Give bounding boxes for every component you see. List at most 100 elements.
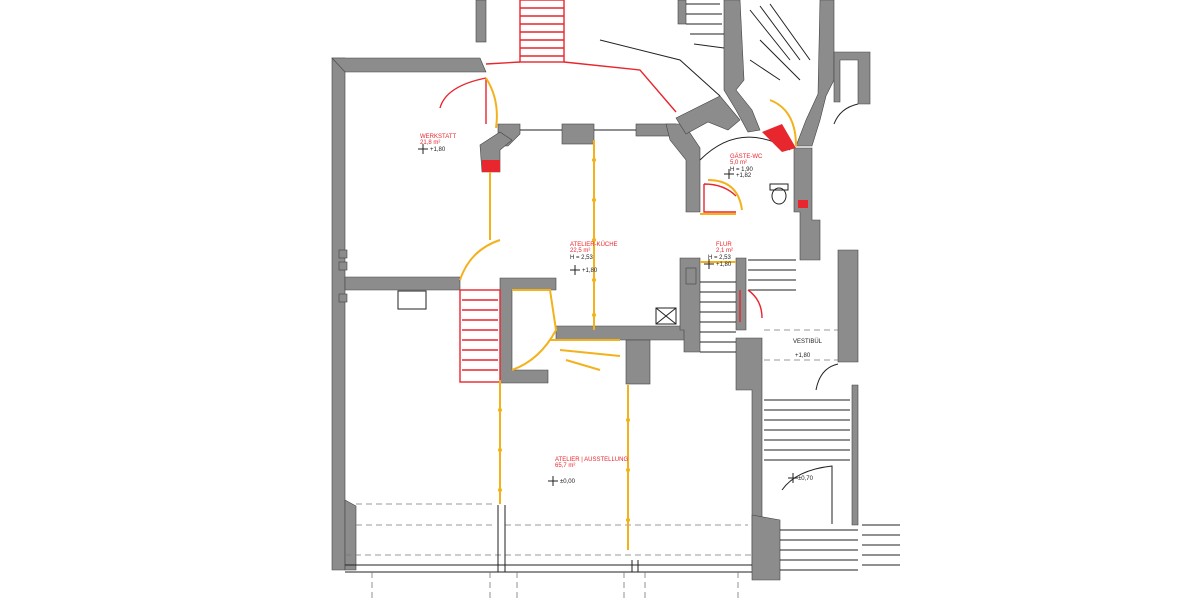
- level-marker-wc: [724, 169, 734, 179]
- kitchen-box-x2: [655, 307, 677, 325]
- radiator-box: [397, 290, 427, 310]
- outlines: [345, 3, 900, 600]
- red-flur-door: [703, 183, 737, 213]
- red-stair-left-treads: [462, 299, 498, 371]
- label-flur-area: 2,1 m²: [716, 248, 733, 254]
- tick: [498, 488, 502, 492]
- red-small-wc: [798, 200, 808, 208]
- flur-stair: [700, 281, 736, 353]
- flur-stair-right: [748, 259, 796, 291]
- label-flur-level: +1,80: [716, 262, 732, 268]
- wall-kitchen-right: [665, 123, 701, 213]
- entrance-stair-bottom: [780, 529, 858, 571]
- pillar-window-1: [561, 123, 595, 145]
- wall-flur-left: [735, 257, 747, 331]
- wall-right-lower: [851, 384, 859, 526]
- wall-tower-mid: [675, 95, 741, 135]
- tick: [626, 468, 630, 472]
- label-kitchen-height: H = 2,53: [570, 255, 594, 261]
- entrance-stair: [764, 399, 850, 461]
- room-labels: WERKSTATT 21,8 m² +1,80 ATELIER-KÜCHE 22…: [420, 134, 823, 485]
- red-door-werkstatt: [439, 77, 487, 124]
- tick: [592, 158, 596, 162]
- red-stair-top-treads: [520, 7, 564, 57]
- door-entrance: [781, 465, 833, 524]
- pillar-3: [338, 293, 348, 303]
- label-kitchen-name: ATELIER-KÜCHE: [570, 241, 618, 248]
- label-vestibuel-name: VESTIBÜL: [793, 338, 823, 345]
- yellow-door-top: [485, 77, 498, 129]
- wall-kitchen-bottom: [555, 325, 687, 341]
- label-werkstatt-level: +1,80: [430, 147, 446, 153]
- pillar-1: [338, 249, 348, 259]
- red-stair-left: [459, 289, 501, 383]
- wall-front-left: [344, 499, 357, 571]
- label-werkstatt-area: 21,8 m²: [420, 140, 440, 146]
- wall-left-outer: [331, 57, 346, 571]
- tick: [592, 238, 596, 242]
- wall-right-outer: [837, 249, 859, 363]
- level-markers: [418, 144, 798, 486]
- level-marker-flur: [704, 259, 714, 269]
- red-vest-line: [739, 289, 763, 322]
- wall-tower-left: [723, 0, 761, 133]
- red-stair-top: [519, 0, 565, 63]
- wall-far-right: [833, 51, 871, 105]
- yellow-ticks: [498, 158, 630, 522]
- wc-bowl: [771, 187, 787, 205]
- tower-stair-1: [686, 3, 725, 49]
- label-wc-height: H = 1,90: [730, 167, 754, 173]
- level-marker-atelier: [548, 476, 558, 486]
- wall-top-2: [677, 0, 687, 25]
- label-entrance-level: ±0,70: [798, 476, 814, 482]
- wc-tank: [769, 183, 789, 191]
- kitchen-box: [655, 307, 677, 325]
- tick: [626, 418, 630, 422]
- label-atelier-name: ATELIER | AUSSTELLUNG: [555, 457, 628, 463]
- pillar-right-small: [685, 267, 697, 285]
- label-atelier-area: 65,7 m²: [555, 463, 575, 469]
- label-kitchen-area: 22,5 m²: [570, 248, 590, 254]
- tower-outline: [599, 39, 721, 97]
- level-marker-werkstatt: [418, 144, 428, 154]
- far-right-stair: [862, 524, 900, 566]
- pillar-center: [625, 339, 651, 385]
- tick: [498, 408, 502, 412]
- wall-tower-right: [795, 0, 835, 147]
- wall-stair-core: [499, 277, 557, 384]
- red-line-top: [485, 61, 677, 113]
- red-wc-wall: [762, 124, 796, 152]
- label-wc-level: +1,82: [736, 173, 752, 179]
- door-right-top: [833, 103, 859, 125]
- label-vestibuel-level: +1,80: [795, 353, 811, 359]
- tick: [626, 518, 630, 522]
- level-marker-entrance: [788, 473, 798, 483]
- label-werkstatt-name: WERKSTATT: [420, 134, 456, 140]
- yellow-elements: [459, 77, 797, 550]
- wall-top-1: [475, 0, 487, 43]
- yellow-stair-curve: [459, 239, 501, 281]
- tick: [592, 313, 596, 317]
- wall-bottom-right: [751, 514, 781, 581]
- label-flur-name: FLUR: [716, 242, 732, 248]
- tick: [498, 448, 502, 452]
- wall-partition-left: [344, 276, 461, 291]
- tower-stair-2: [749, 3, 811, 81]
- yellow-stair-2: [511, 289, 558, 371]
- tick: [592, 198, 596, 202]
- label-kitchen-level: +1,80: [582, 268, 598, 274]
- label-flur-height: H = 2,53: [708, 255, 732, 261]
- wall-top-werkstatt: [331, 57, 487, 73]
- new-wall-red-1: [482, 160, 500, 172]
- yellow-stair-3: [550, 339, 621, 371]
- new-elements: [439, 0, 808, 383]
- yellow-door-wc: [769, 99, 797, 147]
- tick: [592, 278, 596, 282]
- label-wc-area: 5,0 m²: [730, 160, 747, 166]
- label-atelier-level: ±0,00: [560, 479, 576, 485]
- yellow-door-flur: [707, 179, 743, 211]
- label-wc-name: GÄSTE-WC: [730, 153, 763, 160]
- level-marker-kitchen: [570, 265, 580, 275]
- door-vestibuel: [815, 363, 839, 391]
